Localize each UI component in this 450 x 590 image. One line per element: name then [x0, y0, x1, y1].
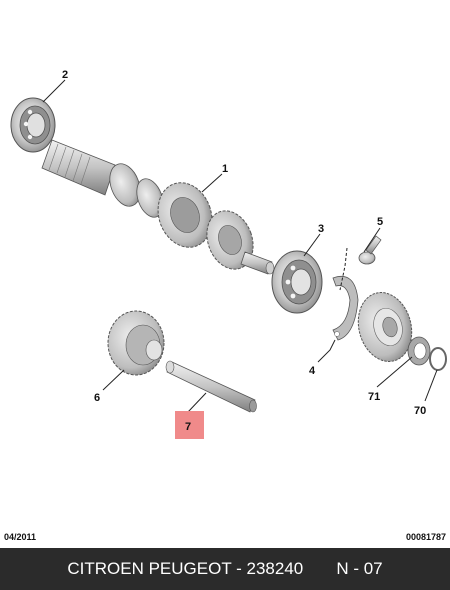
- callout-7-highlight[interactable]: 7: [175, 411, 204, 439]
- bolt-part-5: [358, 235, 382, 265]
- exploded-parts-diagram: 2 1 3 5 4 71 70 6: [10, 69, 447, 417]
- callout-3[interactable]: 3: [318, 223, 324, 235]
- callout-2[interactable]: 2: [62, 69, 68, 81]
- callout-71[interactable]: 71: [368, 391, 380, 403]
- diagram-reference: 00081787: [405, 532, 446, 542]
- washer-part-71: [407, 336, 431, 366]
- retaining-clip-part-4: [332, 275, 359, 341]
- highlight-rect: [175, 411, 204, 439]
- bearing-part-2: [10, 97, 56, 153]
- callout-7[interactable]: 7: [185, 421, 191, 433]
- diagram-date: 04/2011: [4, 532, 37, 542]
- callout-5[interactable]: 5: [377, 216, 383, 228]
- gear-part-6: [107, 310, 165, 376]
- footer-page: N - 07: [336, 559, 383, 578]
- footer-brand: CITROEN PEUGEOT - 238240: [67, 559, 304, 578]
- main-shaft-part-1: [41, 139, 275, 275]
- circlip-part-70: [429, 347, 447, 371]
- callout-6[interactable]: 6: [94, 392, 100, 404]
- leader-lines: [42, 79, 438, 413]
- callout-70[interactable]: 70: [414, 405, 426, 417]
- callout-4[interactable]: 4: [309, 365, 316, 377]
- callout-1[interactable]: 1: [222, 163, 228, 175]
- bearing-part-3: [271, 250, 323, 314]
- footer-bar: CITROEN PEUGEOT - 238240 N - 07: [0, 548, 450, 590]
- footer-spacer: [303, 559, 336, 579]
- pin-shaft-part-7: [165, 360, 257, 413]
- gear-assembly-right: [357, 292, 413, 362]
